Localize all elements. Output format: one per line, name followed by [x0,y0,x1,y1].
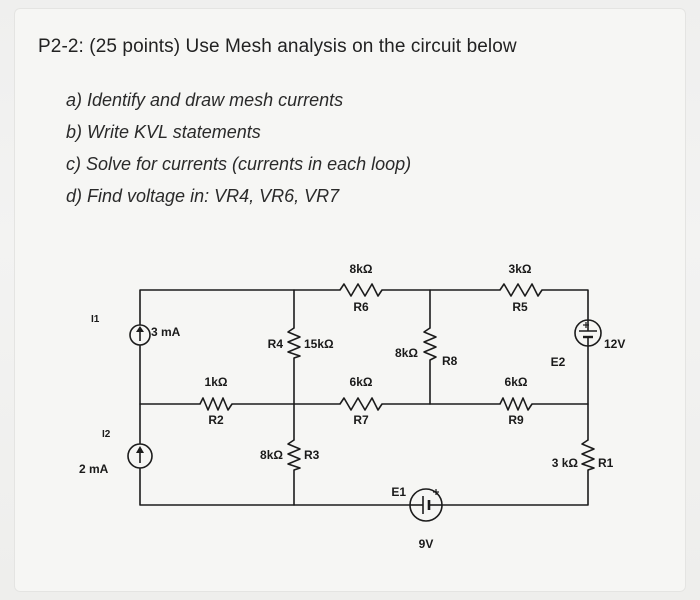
r1-name-label: R1 [598,456,614,470]
r4-name-label: R4 [268,337,284,351]
r4-value-label: 15kΩ [304,337,334,351]
i2-value-label: 2 mA [79,462,109,476]
r6-name-label: R6 [353,300,369,314]
resistor-r8 [423,327,437,361]
worksheet-page [14,8,686,592]
wire-top-left [139,289,341,326]
r5-name-label: R5 [512,300,528,314]
part-a: a) Identify and draw mesh currents [66,90,344,110]
resistor-r9 [499,397,533,411]
r7-name-label: R7 [353,413,369,427]
voltage-source-e1 [409,488,443,522]
current-source-i2 [127,443,153,469]
resistor-r4 [287,327,301,359]
part-c: c) Solve for currents (currents in each … [66,154,412,174]
wire-left-bottom [139,467,411,506]
r2-value-label: 1kΩ [205,375,228,389]
e2-name-label: E2 [551,355,566,369]
resistor-r7 [339,397,383,411]
r5-value-label: 3kΩ [509,262,532,276]
problem-parts: a) Identify and draw mesh currents b) Wr… [66,84,411,212]
r9-name-label: R9 [508,413,524,427]
e1-value-label: 9V [419,537,434,551]
i1-value-label: 3 mA [151,325,181,339]
resistor-r5 [499,283,543,297]
i2-name-label: I2 [102,429,111,440]
r2-name-label: R2 [208,413,224,427]
wire-right-bottom [441,469,589,506]
r1-value-label: 3 kΩ [552,456,579,470]
wire-top-right [541,289,589,321]
resistor-r3 [287,439,301,471]
r8-value-label: 8kΩ [395,346,418,360]
e1-name-label: E1 [391,485,406,499]
r3-name-label: R3 [304,448,320,462]
r7-value-label: 6kΩ [350,375,373,389]
resistor-r6 [339,283,383,297]
r8-name-label: R8 [442,354,458,368]
problem-title: P2-2: (25 points) Use Mesh analysis on t… [38,36,517,57]
r9-value-label: 6kΩ [505,375,528,389]
r3-value-label: 8kΩ [260,448,283,462]
r6-value-label: 8kΩ [350,262,373,276]
voltage-source-e2 [574,319,602,347]
part-d: d) Find voltage in: VR4, VR6, VR7 [66,186,340,206]
part-b: b) Write KVL statements [66,122,261,142]
current-source-i1 [129,324,151,346]
e2-value-label: 12V [604,337,625,351]
resistor-r2 [199,397,233,411]
i1-name-label: I1 [91,314,100,325]
resistor-r1 [581,439,595,471]
